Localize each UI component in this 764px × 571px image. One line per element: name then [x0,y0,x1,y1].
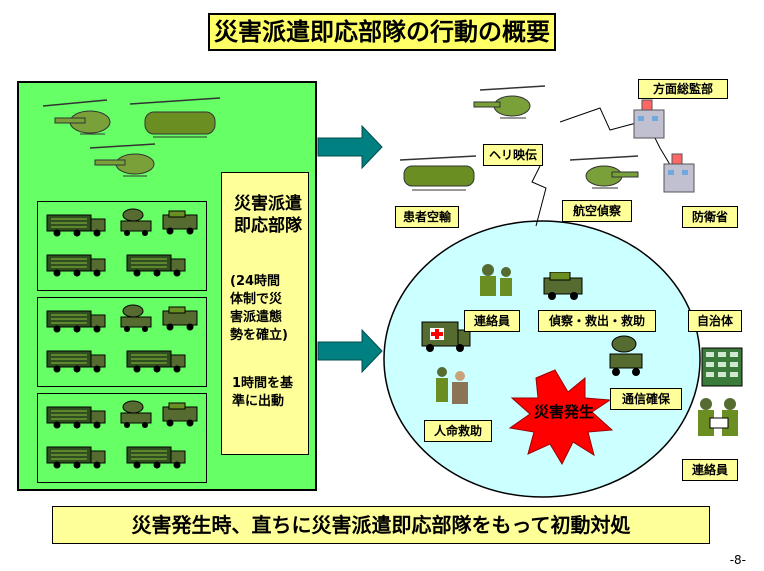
page-number: -8- [729,553,746,567]
arrow-icon [317,124,383,170]
unit-description-panel: 災害派遣 即応部隊 (24時間 体制で災 害派遣態 勢を確立) 1時間を基 準に… [221,172,309,455]
helicopter-icon [473,85,546,119]
label-liaison: 連絡員 [464,310,520,332]
label-search-rescue: 偵察・救出・救助 [538,310,656,332]
label-heli-video: ヘリ映伝 [483,144,543,166]
posture-line: 勢を確立) [230,328,288,343]
label-liaison-right: 連絡員 [682,459,738,481]
label-aerial-recon: 航空偵察 [562,200,632,222]
helicopter-group [42,97,221,177]
label-mod: 防衛省 [682,206,738,228]
radar-icon [609,335,643,376]
building-icon [663,153,695,193]
posture-line: (24時間 [230,274,281,289]
helicopter-icon [399,155,477,191]
connector [559,107,641,131]
helicopter-icon [569,155,639,189]
posture-line: 害派遣態 [230,310,283,325]
jeep-icon [543,272,583,300]
unit-posture: (24時間 体制で災 害派遣態 勢を確立) [230,273,310,345]
ambulance-icon [421,321,471,352]
connector [531,165,547,227]
label-patient-airlift: 患者空輸 [395,206,459,228]
building-icon [701,347,743,387]
label-local-gov: 自治体 [688,310,742,332]
soldier-icon [698,398,738,436]
label-lifesaving: 人命救助 [424,420,492,442]
posture-line: 体制で災 [230,292,283,307]
helicopter-icon [129,97,221,138]
disaster-area-circle [383,220,701,498]
unit-name-line: 即応部隊 [234,216,302,236]
soldier-icon [480,264,512,296]
unit-name: 災害派遣 即応部隊 [234,193,314,237]
arrow-icon [317,328,383,374]
helicopter-icon [89,143,156,177]
building-icon [633,99,665,139]
page-title: 災害派遣即応部隊の行動の概要 [208,13,556,51]
footer-summary: 災害発生時、直ちに災害派遣即応部隊をもって初動対処 [52,506,710,544]
dispatch-line: 準に出動 [232,394,285,409]
unit-dispatch: 1時間を基 準に出動 [232,375,308,411]
dispatch-line: 1時間を基 [232,376,294,391]
disaster-burst-icon [508,369,614,466]
label-disaster: 災害発生 [533,403,594,421]
label-comms: 通信確保 [610,388,682,410]
label-hq: 方面総監部 [638,79,728,99]
soldier-icon [436,367,468,404]
helicopter-icon [42,99,111,135]
unit-name-line: 災害派遣 [234,194,302,214]
